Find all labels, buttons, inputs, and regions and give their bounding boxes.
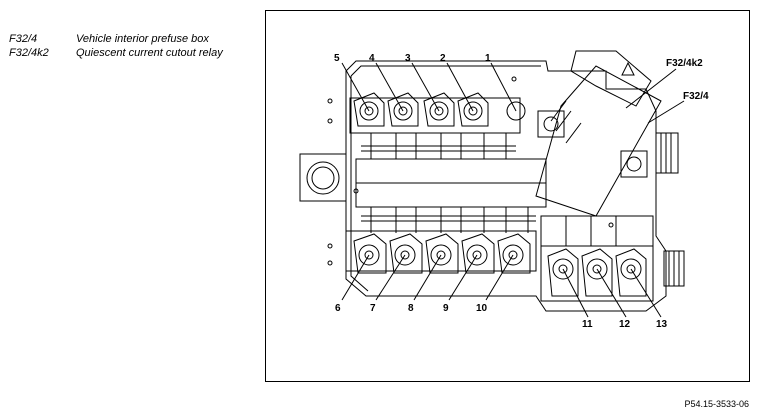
callout-7: 7 <box>370 303 376 314</box>
fuse-row-top <box>353 92 526 127</box>
fuse-3 <box>423 92 455 127</box>
fuse-row-bottom <box>353 233 531 274</box>
fuse-5 <box>353 92 385 127</box>
fuse-4 <box>387 92 419 127</box>
callout-3: 3 <box>405 53 411 64</box>
callout-6: 6 <box>335 303 341 314</box>
callout-13: 13 <box>656 319 668 330</box>
fuse-8 <box>425 233 459 274</box>
leader-lines <box>341 62 685 318</box>
legend-row-f32-4k2: F32/4k2 Quiescent current cutout relay <box>9 46 223 60</box>
fuse-7 <box>389 233 423 274</box>
fuse-13 <box>615 248 647 297</box>
callout-box-f32-4: F32/4 <box>683 91 709 102</box>
callout-11: 11 <box>582 319 593 330</box>
callout-2: 2 <box>440 53 446 64</box>
fuse-row-right <box>547 248 647 297</box>
callout-5: 5 <box>334 53 340 64</box>
diagram-frame: 5 4 3 2 1 6 7 8 9 10 11 12 13 F32/4k2 F3… <box>265 10 750 382</box>
legend-code: F32/4k2 <box>9 47 49 59</box>
callout-10: 10 <box>476 303 488 314</box>
callout-1: 1 <box>485 53 491 64</box>
legend: F32/4 Vehicle interior prefuse box F32/4… <box>9 32 223 60</box>
callout-8: 8 <box>408 303 414 314</box>
legend-description: Quiescent current cutout relay <box>76 47 223 59</box>
fuse-1-empty-slot <box>506 101 526 121</box>
fuse-11 <box>547 248 579 297</box>
legend-description: Vehicle interior prefuse box <box>76 33 209 45</box>
relay-f32-4k2 <box>535 50 662 217</box>
fuse-12 <box>581 248 613 297</box>
fuse-10 <box>497 233 531 274</box>
fuse-6 <box>353 233 387 274</box>
fuse-9 <box>461 233 495 274</box>
side-connector-top <box>655 132 679 174</box>
fuse-2 <box>457 92 489 127</box>
callout-relay-f32-4k2: F32/4k2 <box>666 58 703 69</box>
side-connector-bottom <box>663 250 685 287</box>
callout-4: 4 <box>369 53 375 64</box>
mounting-tab <box>299 153 346 202</box>
prefuse-box-drawing: 5 4 3 2 1 6 7 8 9 10 11 12 13 F32/4k2 F3… <box>299 50 709 330</box>
callout-9: 9 <box>443 303 449 314</box>
figure-reference: P54.15-3533-06 <box>684 399 749 409</box>
legend-code: F32/4 <box>9 33 38 45</box>
callout-12: 12 <box>619 319 631 330</box>
fuse-box-housing <box>327 60 667 312</box>
legend-row-f32-4: F32/4 Vehicle interior prefuse box <box>9 32 223 46</box>
